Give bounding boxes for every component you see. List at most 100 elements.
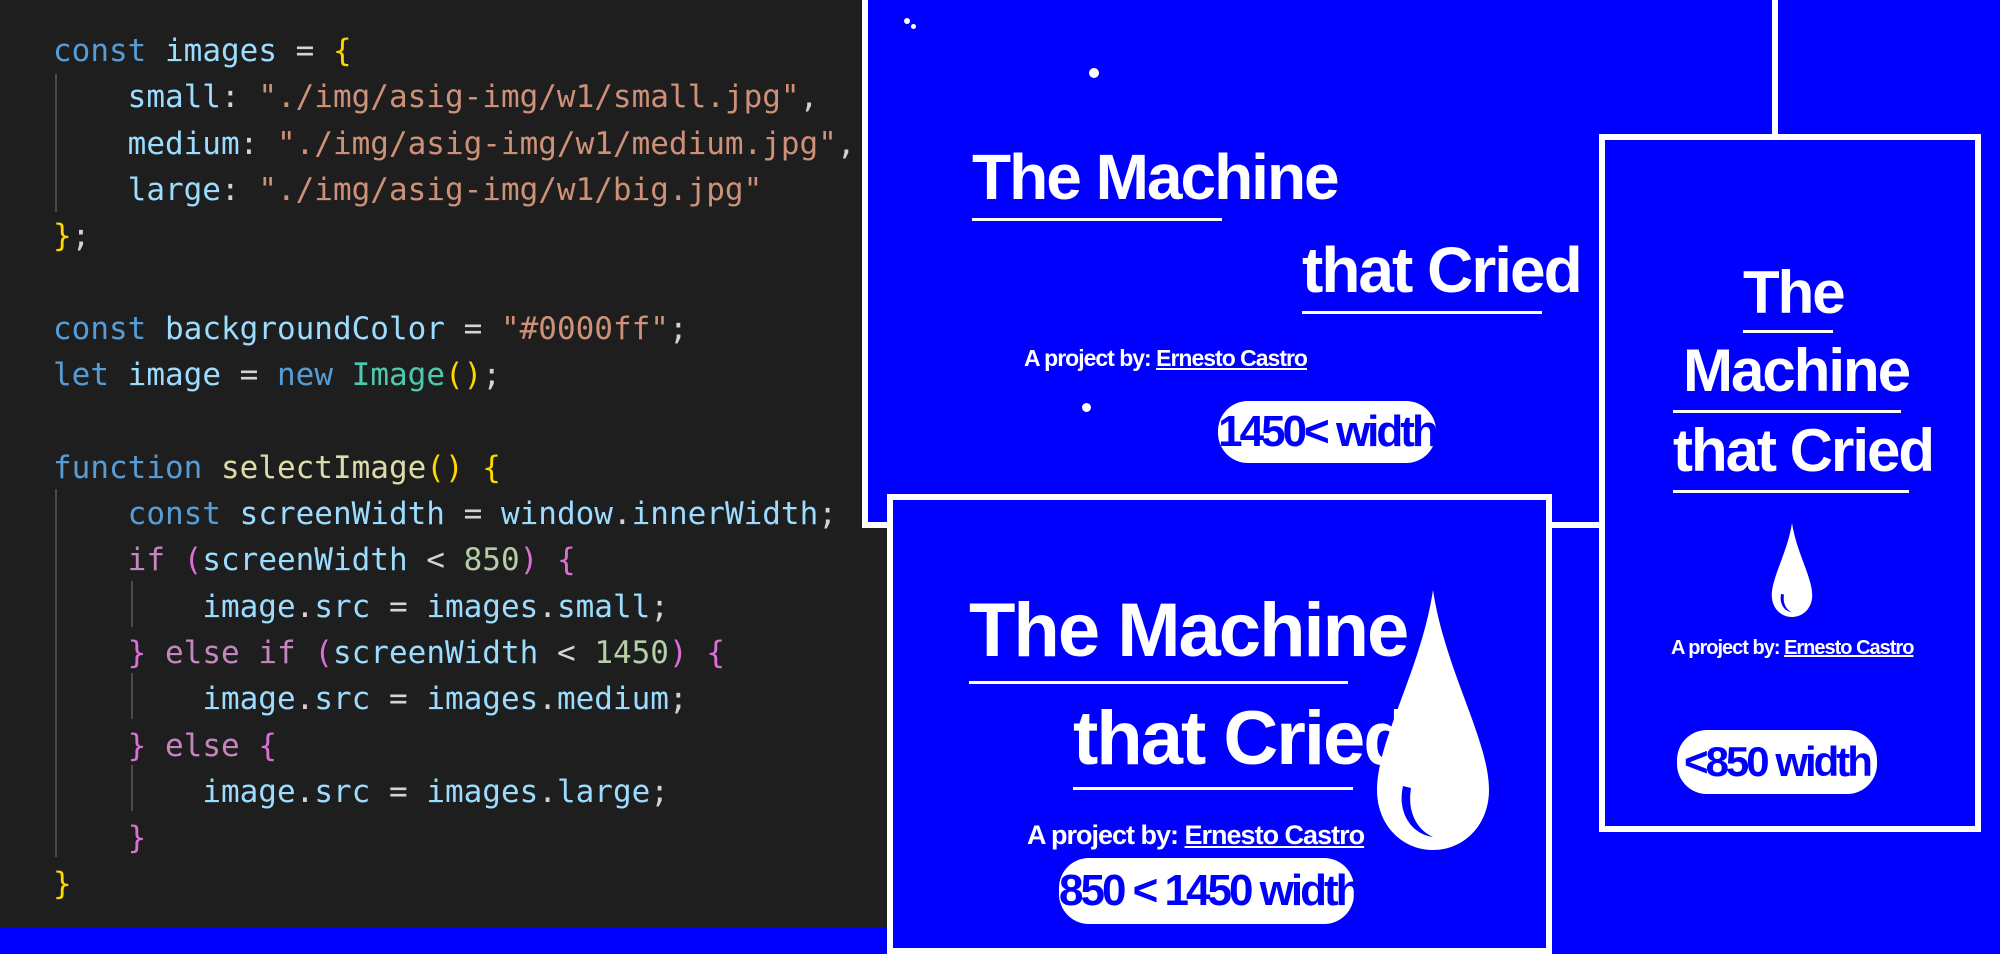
code-token: () (445, 357, 483, 394)
code-token: medium (556, 681, 669, 718)
breakpoint-badge: <850 width (1677, 730, 1877, 794)
indent-guide (55, 74, 57, 212)
code-token: . (295, 588, 315, 625)
project-credit: A project by: Ernesto Castro (1027, 820, 1366, 851)
title-line-1: The (1743, 259, 1846, 326)
code-token (165, 542, 184, 578)
code-token (53, 172, 128, 208)
code-token: function (53, 449, 203, 486)
code-token: { (332, 33, 352, 69)
code-token (333, 357, 352, 393)
code-token: = (370, 588, 427, 625)
title-line-2: that Cried (1302, 234, 1583, 306)
code-line: image.src = images.large; (53, 769, 669, 815)
code-token: Image (351, 357, 445, 394)
project-credit: A project by: Ernesto Castro (1671, 637, 1914, 660)
code-token: } (53, 866, 72, 903)
credit-author: Ernesto Castro (1784, 637, 1914, 659)
indent-guide (55, 489, 57, 857)
code-token: large (556, 773, 651, 810)
code-token: = (221, 357, 277, 394)
code-token: ; (818, 496, 837, 532)
code-token: selectImage (220, 449, 427, 486)
breakpoint-badge: 1450< width (1218, 401, 1439, 463)
code-token (146, 33, 165, 69)
code-token: innerWidth (631, 496, 819, 532)
code-token: small (127, 79, 221, 116)
code-token: . (538, 681, 557, 718)
code-token: } (127, 727, 147, 764)
code-token (146, 635, 165, 671)
code-token: else (165, 727, 240, 764)
code-token (146, 311, 165, 347)
code-token: const (127, 496, 221, 532)
code-token: < (538, 634, 595, 671)
code-token: const (53, 33, 147, 69)
code-line: } (53, 815, 147, 861)
code-token: if (127, 542, 165, 579)
code-token: ( (314, 634, 333, 671)
code-token: screenWidth (333, 634, 539, 671)
title-line-1: The Machine (969, 588, 1409, 673)
code-token: image (202, 773, 296, 810)
code-line: function selectImage() { (53, 445, 501, 491)
code-token (53, 589, 202, 625)
code-token (53, 774, 202, 810)
code-token (53, 79, 128, 115)
credit-prefix: A project by: (1024, 345, 1157, 371)
code-token: , (799, 79, 819, 116)
code-token: screenWidth (239, 496, 445, 532)
code-line: let image = new Image(); (53, 352, 501, 398)
code-token (146, 728, 165, 764)
code-token (53, 542, 128, 578)
code-line: if (screenWidth < 850) { (53, 537, 576, 583)
code-token (688, 635, 707, 671)
code-token: images (426, 588, 539, 625)
code-token: if (258, 634, 296, 671)
code-token (464, 450, 483, 486)
code-token: ) (519, 542, 539, 579)
star-dot (911, 24, 916, 29)
code-token: = (276, 33, 333, 69)
code-line: }; (53, 213, 90, 259)
code-token: : (220, 171, 259, 208)
code-line: } else if (screenWidth < 1450) { (53, 630, 725, 676)
title-underline (1673, 490, 1909, 493)
code-token: "#0000ff" (500, 310, 669, 347)
code-token: medium (127, 125, 240, 162)
code-token: ; (668, 681, 688, 718)
code-token (538, 542, 557, 578)
star-dot (1089, 68, 1099, 78)
preview-small-screen: The Machine that Cried A project by: Ern… (1599, 134, 1981, 832)
code-token: = (370, 773, 427, 810)
code-line: const screenWidth = window.innerWidth; (53, 491, 837, 537)
code-token: = (444, 496, 501, 532)
credit-author: Ernesto Castro (1184, 820, 1366, 850)
code-token (109, 357, 128, 393)
code-token: images (426, 681, 539, 718)
code-token: ( (183, 542, 203, 579)
code-token: image (127, 357, 221, 394)
code-token: screenWidth (202, 542, 408, 579)
code-token: , (836, 125, 856, 162)
code-token: const (53, 310, 147, 347)
code-token: 850 (463, 542, 520, 579)
code-token: ; (650, 588, 669, 625)
star-dot (1082, 403, 1091, 412)
title-underline (1302, 311, 1542, 314)
code-token: "./img/asig-img/w1/small.jpg" (258, 79, 800, 116)
indent-guide (131, 765, 133, 811)
code-token (53, 820, 128, 856)
code-token: new (277, 357, 333, 394)
code-token: ; (650, 773, 669, 810)
title-underline (1743, 330, 1833, 333)
title-underline (969, 681, 1348, 684)
title-underline (1673, 410, 1901, 413)
code-token: ; (668, 310, 688, 347)
code-token (202, 450, 221, 486)
title-line-2: that Cried (1073, 696, 1410, 781)
title-underline (972, 218, 1222, 221)
code-editor[interactable]: const images = { small: "./img/asig-img/… (0, 0, 888, 927)
code-token: . (538, 588, 557, 625)
code-token (240, 728, 259, 764)
